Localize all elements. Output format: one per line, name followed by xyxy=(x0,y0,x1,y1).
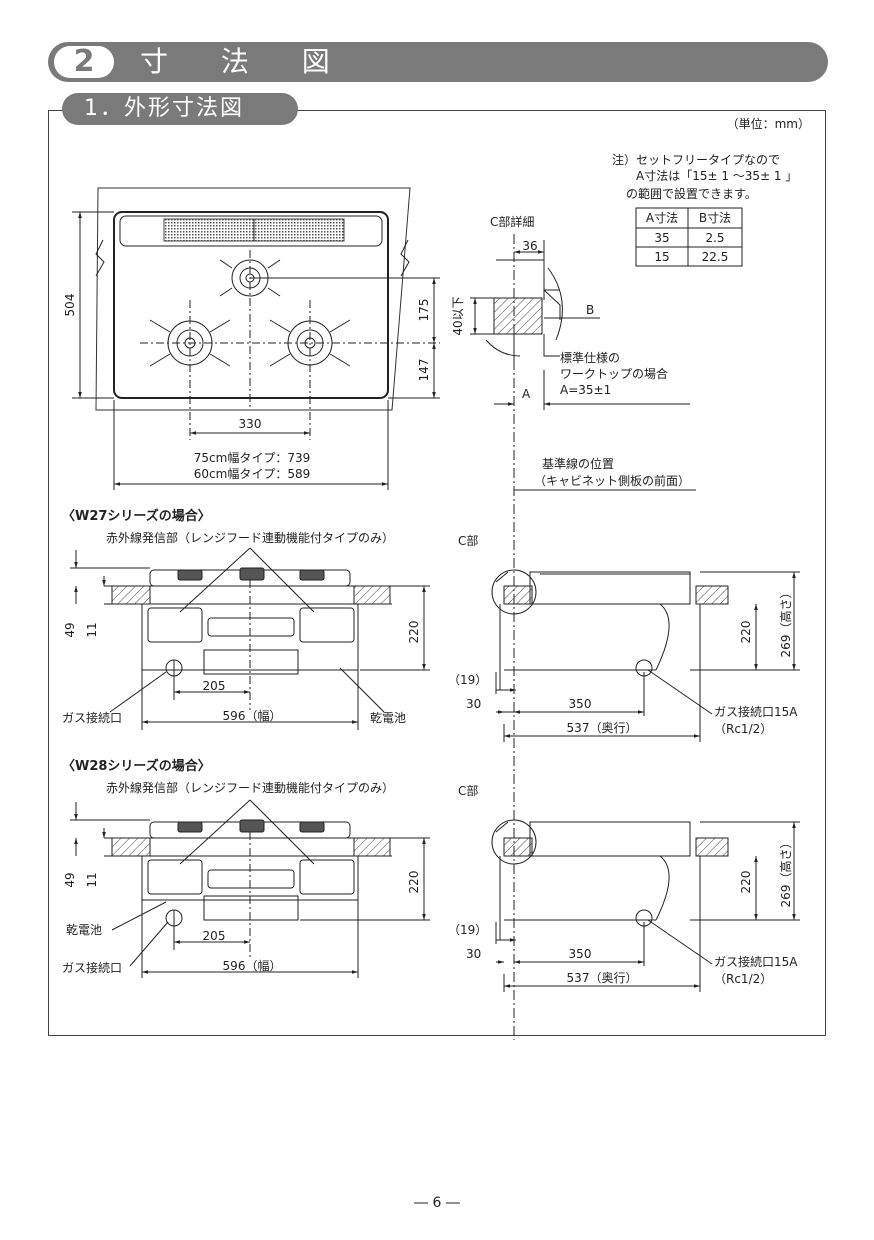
w27-dim-49: 49 xyxy=(63,622,77,637)
w28-dim-350: 350 xyxy=(569,947,592,961)
w28-dim-205: 205 xyxy=(203,929,226,943)
w28-side-220: 220 xyxy=(739,871,753,894)
subsection-tab xyxy=(62,93,298,125)
w27-dim-220: 220 xyxy=(407,621,421,644)
w27-title: 〈W27シリーズの場合〉 xyxy=(62,508,211,524)
note-line-1: 注）セットフリータイプなので xyxy=(612,152,780,167)
w28-dim-537: 537（奥行） xyxy=(567,971,638,985)
w27-ir-label: 赤外線発信部（レンジフード連動機能付タイプのみ） xyxy=(106,530,394,545)
page-number: ― 6 ― xyxy=(414,1195,460,1211)
w27-side-269: 269（高さ） xyxy=(778,587,793,658)
table-header-b: B寸法 xyxy=(699,211,731,225)
note-line-3: の範囲で設置できます。 xyxy=(626,186,757,201)
section-number: 2 xyxy=(73,44,95,79)
w27-gas-side-2: （Rc1/2） xyxy=(714,722,772,736)
section-title-bar xyxy=(48,42,828,82)
diagram-frame xyxy=(48,110,826,1036)
w28-front-view xyxy=(70,799,430,978)
w28-dim-30: 30 xyxy=(466,947,481,961)
width-60: 60cm幅タイプ：589 xyxy=(194,466,310,481)
dim-330: 330 xyxy=(239,417,262,431)
w28-c-part: C部 xyxy=(458,783,478,798)
subsection-title: 1．外形寸法図 xyxy=(84,96,244,121)
label-a: A xyxy=(522,387,531,401)
table-cell: 22.5 xyxy=(702,250,729,264)
w27-dim-596: 596（幅） xyxy=(223,708,282,723)
w28-battery: 乾電池 xyxy=(66,923,102,937)
table-header-a: A寸法 xyxy=(646,211,678,225)
detail-c-title: C部詳細 xyxy=(490,214,534,229)
w27-dim-11: 11 xyxy=(85,622,99,637)
w28-dim-596: 596（幅） xyxy=(223,958,282,973)
w27-dim-19: （19） xyxy=(448,673,487,687)
w28-title: 〈W28シリーズの場合〉 xyxy=(62,758,211,774)
w28-side-view xyxy=(491,819,800,992)
w27-dim-205: 205 xyxy=(203,679,226,693)
dim-504: 504 xyxy=(63,294,77,317)
w27-dim-30: 30 xyxy=(466,697,481,711)
w28-ir-label: 赤外線発信部（レンジフード連動機能付タイプのみ） xyxy=(106,780,394,795)
w28-dim-19: （19） xyxy=(448,923,487,937)
baseline-label-2: （キャビネット側板の前面） xyxy=(534,473,690,488)
section-number-badge: 2 xyxy=(54,46,114,78)
dim-40: 40以下 xyxy=(451,296,465,335)
w27-gas-inlet: ガス接続口 xyxy=(62,710,122,725)
dim-175: 175 xyxy=(417,299,431,322)
std-line-1: 標準仕様の xyxy=(560,350,620,365)
std-line-3: A=35±1 xyxy=(560,383,611,397)
w27-dim-537: 537（奥行） xyxy=(567,721,638,735)
w27-side-220: 220 xyxy=(739,621,753,644)
w27-side-view xyxy=(491,569,800,742)
section-title: 寸 法 図 xyxy=(140,45,352,78)
table-cell: 15 xyxy=(654,250,669,264)
w27-battery: 乾電池 xyxy=(370,711,406,725)
note-line-2: A寸法は「15± 1 ～35± 1 」 xyxy=(636,169,797,183)
w28-gas-side-2: （Rc1/2） xyxy=(714,972,772,986)
w27-dim-350: 350 xyxy=(569,697,592,711)
baseline-label-1: 基準線の位置 xyxy=(542,456,614,471)
w28-side-269: 269（高さ） xyxy=(778,837,793,908)
unit-note: （単位：mm） xyxy=(727,116,810,131)
table-cell: 2.5 xyxy=(705,231,724,245)
dim-36: 36 xyxy=(522,239,537,253)
w27-c-part: C部 xyxy=(458,533,478,548)
width-75: 75cm幅タイプ：739 xyxy=(194,450,310,465)
table-cell: 35 xyxy=(654,231,669,245)
w28-dim-49: 49 xyxy=(63,872,77,887)
label-b: B xyxy=(586,303,594,317)
std-line-2: ワークトップの場合 xyxy=(560,366,668,381)
w27-gas-side: ガス接続口15A xyxy=(714,704,798,719)
dim-147: 147 xyxy=(417,359,431,382)
w28-dim-220: 220 xyxy=(407,871,421,894)
w28-gas-inlet: ガス接続口 xyxy=(62,960,122,975)
w27-front-view xyxy=(70,547,430,730)
w28-dim-11: 11 xyxy=(85,872,99,887)
w28-gas-side: ガス接続口15A xyxy=(714,954,798,969)
